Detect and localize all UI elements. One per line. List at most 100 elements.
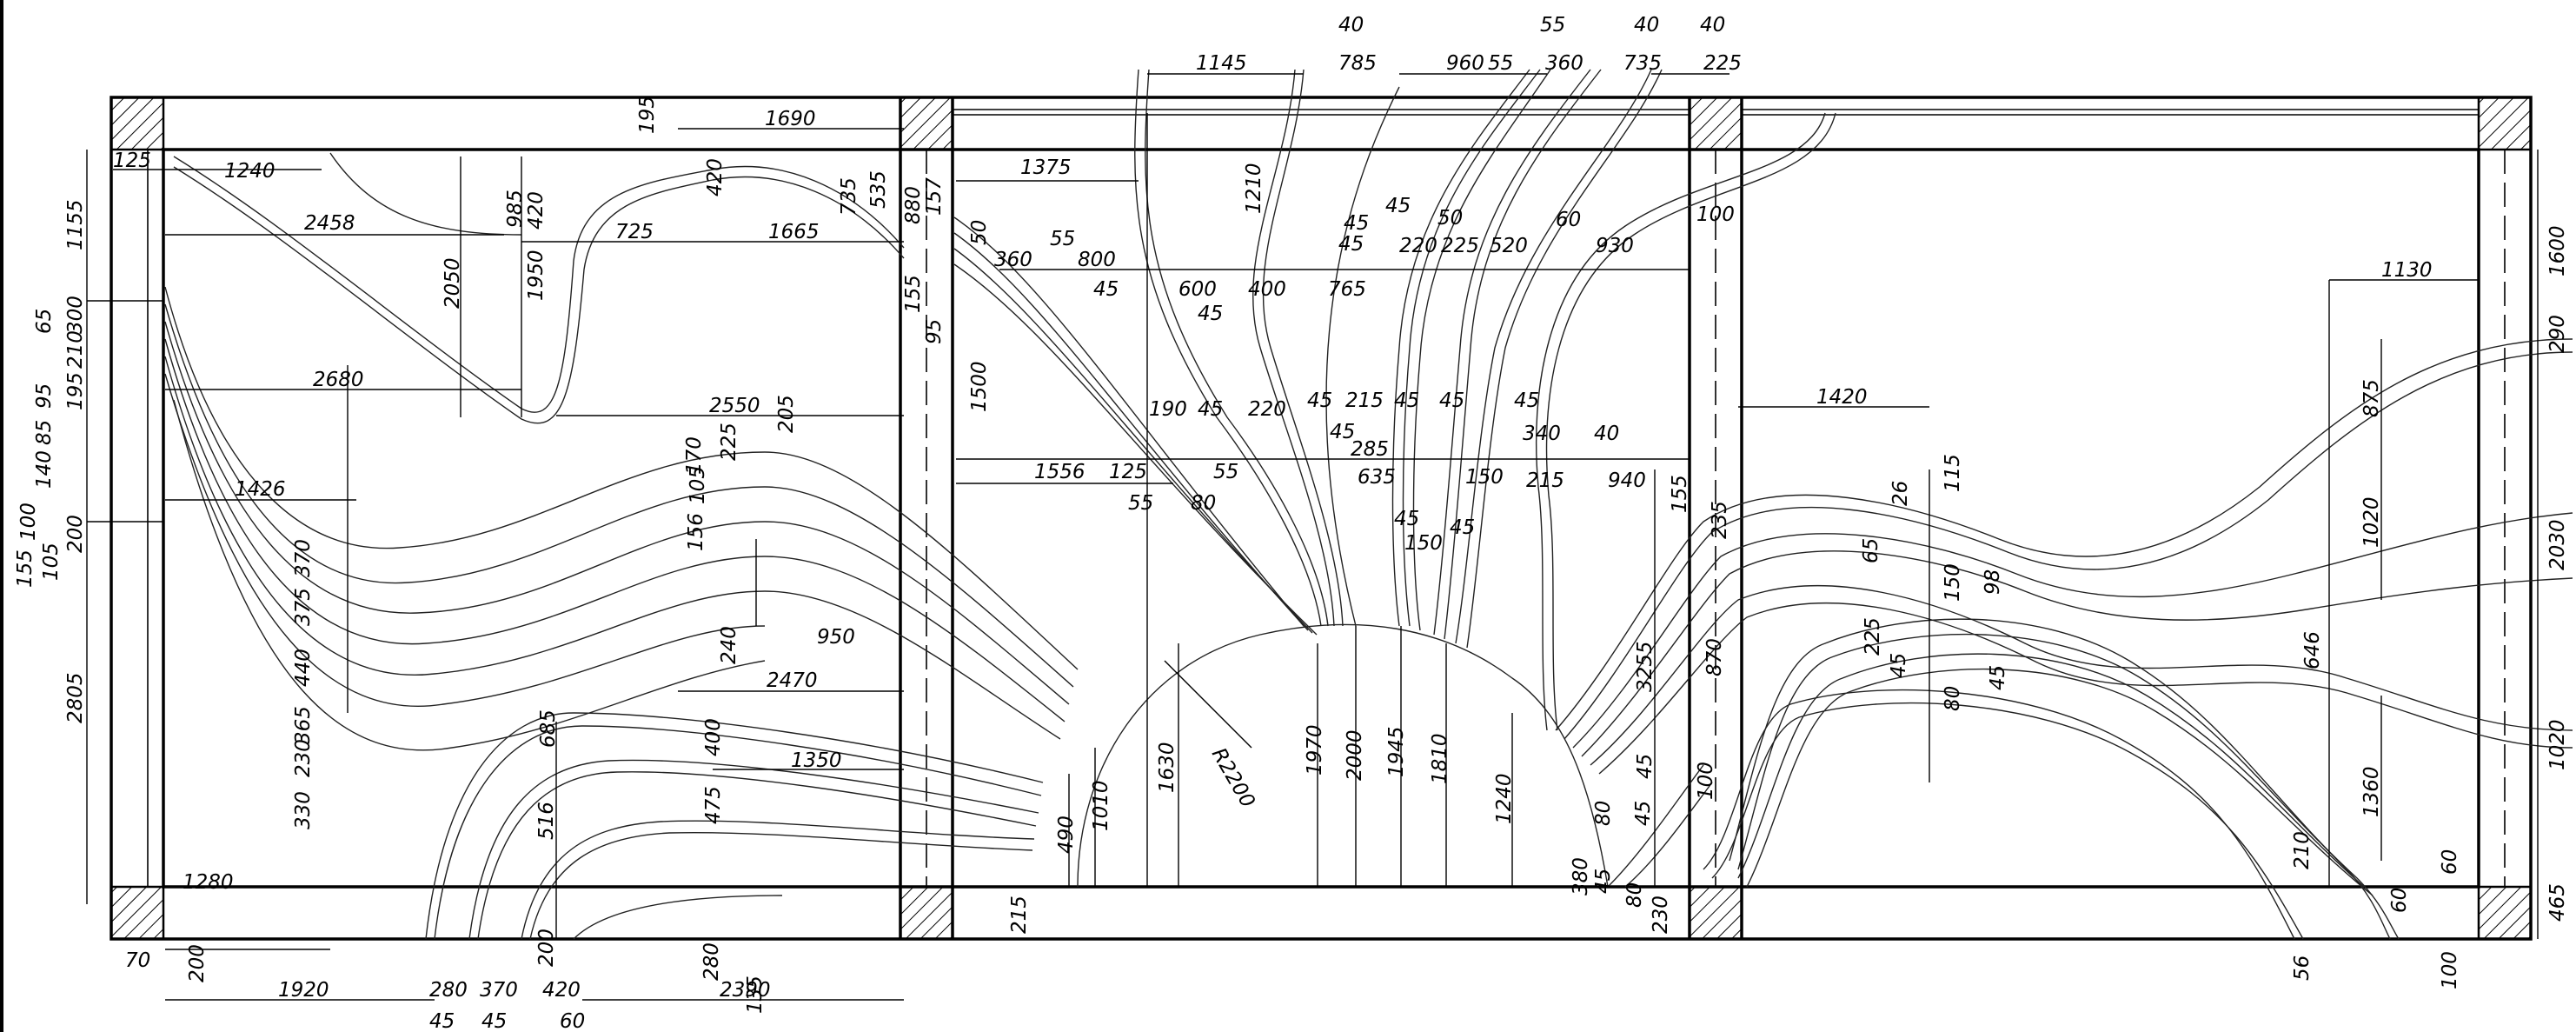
outer-wall-outer [110,96,2533,941]
dim-label: 420 [704,158,727,196]
dim-label: 1375 [1020,156,1072,179]
dim-label: 420 [525,191,548,230]
dim-label: 150 [1404,532,1443,555]
dim-label: 157 [923,177,946,216]
dim-label: 940 [1608,469,1646,492]
dim-label: 3255 [1634,641,1656,692]
dim-label: 45 [1592,869,1615,894]
dim-label: 140 [33,450,56,489]
dim-label: 225 [718,423,740,461]
walls [87,96,2533,941]
dim-label: 100 [1695,762,1717,800]
dim-label: 98 [1982,569,2004,595]
dim-label: 45 [1385,195,1411,217]
dim-label: 230 [1650,896,1672,934]
dim-label: 1155 [64,199,87,250]
dim-label: 125 [1109,461,1147,483]
dim-label: 930 [1596,235,1634,257]
dim-label: 1690 [765,108,816,130]
dim-label: 1350 [791,749,842,772]
dim-label: 55 [1050,228,1075,250]
dim-label: 155 [14,549,37,588]
dim-label: 2550 [709,395,760,417]
dim-label: 475 [702,786,725,824]
dim-label: 55 [1488,52,1513,75]
dim-label: 170 [683,436,706,475]
dim-label: 985 [504,190,527,228]
pipe-loops [164,69,2573,940]
dim-label: 40 [1594,423,1619,445]
column-bottom-mid2 [1688,885,1743,941]
dim-label: 50 [1437,207,1463,230]
column-top-mid1 [899,96,954,151]
dim-label: 1970 [1304,724,1326,776]
dim-label: 950 [817,626,855,649]
dim-label: 105 [40,543,63,581]
column-top-left [110,96,165,151]
dim-label: 960 [1446,52,1484,75]
dim-label: 60 [2439,849,2461,875]
dim-label: R2200 [1207,744,1259,812]
dim-label: 45 [429,1010,455,1032]
dim-label: 375 [292,588,315,626]
dim-label: 155 [1669,475,1691,513]
dim-label: 725 [615,221,654,243]
dim-label: 225 [1862,617,1884,656]
dim-label: 80 [1623,882,1646,908]
dim-label: 360 [1545,52,1583,75]
dim-label: 65 [33,309,56,334]
dim-label: 2680 [313,369,364,391]
dim-label: 150 [1942,563,1964,602]
dim-label: 230 [292,739,315,777]
dim-label: 45 [1394,508,1419,530]
dim-label: 1210 [1243,163,1265,214]
dim-label: 1950 [525,250,548,301]
dim-label: 115 [1942,454,1964,492]
dim-label: 40 [1634,14,1659,37]
dim-label: 370 [480,979,518,1002]
dim-label: 1810 [1429,733,1451,784]
dim-label: 45 [1514,389,1539,412]
dim-label: 1020 [2360,496,2383,548]
dim-label: 50 [968,220,991,245]
dim-label: 735 [838,177,860,216]
dim-label: 60 [2388,888,2411,913]
dim-label: 60 [560,1010,585,1032]
dim-label: 40 [1338,14,1364,37]
dim-label: 370 [292,539,315,577]
dim-label: 45 [1888,653,1910,678]
dim-label: 600 [1178,278,1217,301]
dim-label: 200 [186,944,209,982]
dim-label: 220 [1399,235,1437,257]
dim-label: 70 [125,949,150,972]
dim-label: 1920 [278,979,329,1002]
dim-label: 100 [1696,203,1735,226]
dim-label: 635 [1358,466,1396,489]
dim-label: 200 [64,515,87,553]
dim-label: 135 [744,975,767,1014]
dim-label: 1240 [1493,773,1516,824]
dim-label: 220 [1248,398,1286,421]
dim-label: 190 [1149,398,1187,421]
dim-label: 685 [537,709,560,748]
dim-label: 45 [1632,801,1655,826]
dim-label: 80 [1942,686,1964,711]
dim-label: 95 [33,383,56,409]
dim-label: 45 [1394,389,1419,412]
dim-label: 80 [1191,492,1216,515]
dim-label: 535 [867,170,890,209]
dim-label: 95 [923,319,946,344]
dim-label: 1556 [1034,461,1086,483]
dim-label: 225 [1703,52,1742,75]
dim-label: 55 [1540,14,1565,37]
dim-label: 235 [1709,501,1731,539]
dim-label: 2030 [2546,519,2569,570]
dim-label: 290 [2546,315,2569,353]
dim-label: 516 [535,802,558,840]
dim-label: 45 [1450,516,1475,539]
dim-label: 210 [64,330,87,369]
dim-label: 1145 [1196,52,1247,75]
dim-label: 210 [2291,831,2314,869]
dim-label: 65 [1860,538,1882,563]
